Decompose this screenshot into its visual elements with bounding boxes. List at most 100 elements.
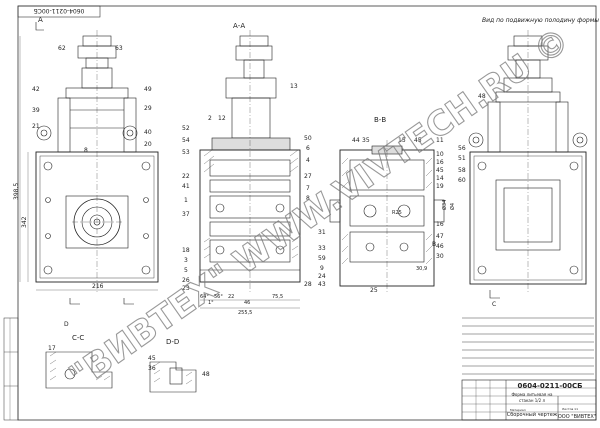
callout-30: 30	[436, 253, 444, 260]
dim-255: 255,5	[238, 310, 252, 316]
callout-56: 56	[458, 145, 466, 152]
callout-44: 44	[352, 137, 360, 144]
callout-45c: 45	[148, 355, 156, 362]
callout-24: 24	[318, 273, 326, 280]
callout-51: 51	[458, 155, 466, 162]
dim-d4: Ø4	[449, 203, 456, 210]
callout-4: 4	[306, 157, 310, 164]
section-aa-labels: 13 52 54 53 22 41 1 37 18 3 5 26 23 2 12…	[182, 83, 312, 316]
dim-75: 75,5	[272, 294, 283, 300]
title-block-text: 0604-0211-00СБ Форма литьевая на стакан …	[507, 382, 596, 420]
callout-29: 29	[144, 105, 152, 112]
detail-labels: 17 45 36 48 D	[48, 321, 210, 378]
callout-14: 14	[436, 175, 444, 182]
callout-26: 26	[182, 277, 190, 284]
detail-cc: С-С	[45, 334, 113, 389]
callout-60: 60	[458, 177, 466, 184]
view-label-a: А	[38, 16, 43, 24]
callout-49: 49	[144, 86, 152, 93]
view-note: Вид по подвижную полодину формы	[482, 17, 599, 24]
callout-58: 58	[458, 167, 466, 174]
callout-23: 23	[182, 285, 190, 292]
view-label-bb: В-В	[374, 116, 386, 124]
side-stamp	[3, 317, 19, 421]
dim-30-9: 30,9	[416, 266, 427, 272]
dim-46: 46	[244, 300, 250, 306]
material-label: Материал	[510, 408, 526, 412]
section-aa: А-А	[199, 22, 301, 309]
dim-r25: R25	[392, 210, 402, 216]
left-view-labels: 62 63 42 39 21 49 29 40 20 8 216 342 398…	[13, 45, 152, 290]
watermark-text: "ВИВТЕХ" WWW.VIVTECH.RU ©	[62, 20, 577, 397]
title-line-1: Форма литьевая на	[511, 392, 553, 397]
view-label-cc: С-С	[72, 334, 84, 342]
title-block	[461, 379, 597, 421]
callout-21: 21	[32, 123, 40, 130]
dim-342: 342	[21, 216, 28, 228]
section-mark-b: В	[432, 241, 436, 248]
right-view: Вид по подвижную полодину формы	[468, 17, 599, 299]
left-view: А	[19, 16, 159, 305]
callout-36: 36	[148, 365, 156, 372]
callout-8b: 8	[306, 195, 310, 202]
callout-2: 2	[208, 115, 212, 122]
callout-17: 17	[48, 345, 56, 352]
callout-9: 9	[320, 265, 324, 272]
callout-48: 48	[478, 93, 486, 100]
right-view-labels: 48 56 51 58 60 С В	[432, 93, 496, 308]
callout-6: 6	[306, 145, 310, 152]
callout-16b: 16	[436, 221, 444, 228]
callout-62: 62	[58, 45, 66, 52]
top-stamp-code: 0604-0211-00СБ	[34, 7, 85, 14]
dim-22: 22	[228, 294, 234, 300]
callout-50: 50	[304, 135, 312, 142]
callout-20: 20	[144, 141, 152, 148]
callout-46: 46	[436, 243, 444, 250]
callout-7: 7	[306, 185, 310, 192]
doc-code: 0604-0211-00СБ	[518, 382, 583, 390]
callout-11: 11	[436, 137, 444, 144]
callout-39: 39	[32, 107, 40, 114]
callout-45b: 45	[436, 167, 444, 174]
section-bb: В-В	[329, 116, 445, 292]
callout-12: 12	[218, 115, 226, 122]
dim-56deg: 56°	[214, 294, 223, 300]
technical-notes	[462, 317, 594, 375]
dim-398: 398,5	[13, 183, 20, 200]
callout-19: 19	[436, 183, 444, 190]
callout-28: 28	[304, 281, 312, 288]
dim-d34: Ø34	[441, 200, 448, 210]
company-name: ООО "ВИВТЕХ"	[558, 414, 596, 420]
callout-13: 13	[290, 83, 298, 90]
callout-54: 54	[182, 137, 190, 144]
callout-37: 37	[182, 211, 190, 218]
callout-1: 1	[184, 197, 188, 204]
dim-64deg: 64°	[200, 294, 209, 300]
callout-40: 40	[144, 129, 152, 136]
callout-33: 33	[318, 245, 326, 252]
sheets-label: Листов 11	[562, 407, 578, 411]
title-line-2: стакан 1/2 л	[519, 398, 545, 403]
callout-3: 3	[184, 257, 188, 264]
callout-15: 15	[398, 137, 406, 144]
dim-1deg: 1°	[208, 300, 214, 306]
callout-35: 35	[362, 137, 370, 144]
callout-18: 18	[182, 247, 190, 254]
callout-41: 41	[182, 183, 190, 190]
callout-8: 8	[84, 147, 88, 154]
callout-25: 25	[370, 287, 378, 294]
detail-dd: D-D	[149, 338, 197, 393]
callout-59: 59	[318, 255, 326, 262]
callout-45: 45	[414, 137, 422, 144]
section-mark-d: D	[64, 321, 69, 328]
callout-47: 47	[436, 233, 444, 240]
section-bb-labels: 44 35 15 45 11 10 16 45 14 19 16 47 30 3…	[318, 137, 456, 294]
drawing-frame	[17, 5, 597, 421]
callout-27: 27	[304, 173, 312, 180]
callout-31: 31	[318, 229, 326, 236]
assembly-label: Сборочный чертеж	[507, 411, 558, 418]
callout-16: 16	[436, 159, 444, 166]
view-label-aa: А-А	[233, 22, 245, 30]
